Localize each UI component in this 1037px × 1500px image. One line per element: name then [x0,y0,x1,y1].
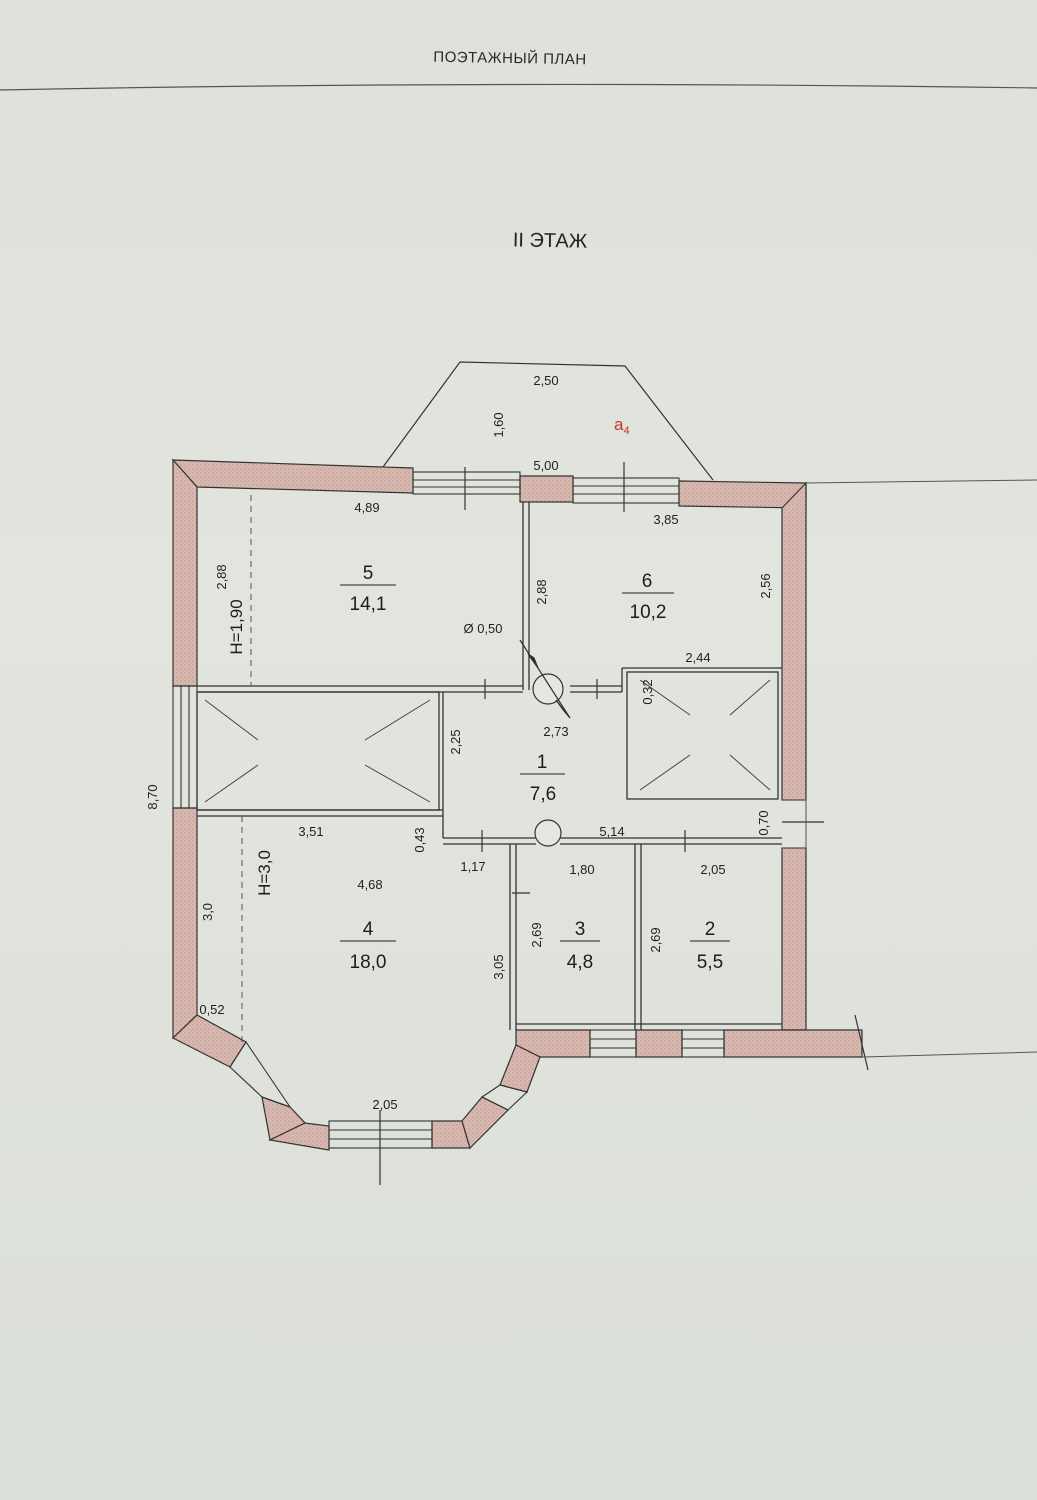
room-6-number: 6 [642,571,653,592]
dim-2-25: 2,25 [448,729,463,754]
dim-3-85: 3,85 [653,512,678,527]
vent-shafts [519,639,571,847]
outer-walls [171,458,863,1151]
header-rule [0,83,1037,91]
dim-8-70: 8,70 [145,784,160,809]
room-3-area: 4,8 [567,952,593,973]
dim-2-73: 2,73 [543,724,568,739]
dim-3-05: 3,05 [491,954,506,979]
height-label-upper: H=1,90 [227,599,246,654]
dim-vent-diameter: Ø 0,50 [463,621,502,636]
door-marks [379,462,869,1185]
vent-shaft-lower [534,819,562,847]
balcony-mark: a4 [614,415,630,437]
dim-2-88-mid: 2,88 [534,579,549,604]
balcony-outline [382,361,714,481]
dim-1-60: 1,60 [491,412,506,437]
room-labels: 5 14,1 6 10,2 1 7,6 4 18,0 3 4,8 2 5,5 [340,563,730,973]
dim-5-14: 5,14 [599,824,624,839]
dim-1-17: 1,17 [460,859,485,874]
dim-2-88-left: 2,88 [214,564,229,589]
room-2-area: 5,5 [697,952,723,973]
dim-0-32: 0,32 [640,679,655,704]
dim-2-44: 2,44 [685,650,710,665]
dim-0-43: 0,43 [412,827,427,852]
room-3-number: 3 [575,919,586,940]
dim-3-0: 3,0 [200,903,215,921]
dim-2-05-bay: 2,05 [372,1097,397,1112]
dimension-labels: 2,50 1,60 5,00 4,89 3,85 2,88 2,88 2,56 … [145,373,773,1112]
dim-2-69-room3: 2,69 [529,922,544,947]
closet-hatch [204,679,771,803]
dim-4-68: 4,68 [357,877,382,892]
ceiling-dashed [241,495,252,1045]
room-5-area: 14,1 [350,594,387,615]
room-2-number: 2 [705,919,716,940]
dim-5-00: 5,00 [533,458,558,473]
room-5-number: 5 [363,563,374,584]
dim-2-50: 2,50 [533,373,558,388]
room-1-number: 1 [537,752,548,773]
dim-0-52: 0,52 [199,1002,224,1017]
dim-0-70: 0,70 [756,810,771,835]
room-6-area: 10,2 [630,602,667,623]
height-label-lower: H=3,0 [255,850,274,896]
partitions [196,502,782,1030]
room-4-number: 4 [363,919,374,940]
dim-2-56: 2,56 [758,573,773,598]
dim-4-89: 4,89 [354,500,379,515]
vent-shaft-upper [532,673,564,705]
dim-2-69-room2: 2,69 [648,927,663,952]
dim-1-80: 1,80 [569,862,594,877]
extension-lines [782,479,1037,1058]
room-4-area: 18,0 [350,952,387,973]
room-1-area: 7,6 [530,784,556,805]
dim-2-05-right: 2,05 [700,862,725,877]
dim-3-51: 3,51 [298,824,323,839]
